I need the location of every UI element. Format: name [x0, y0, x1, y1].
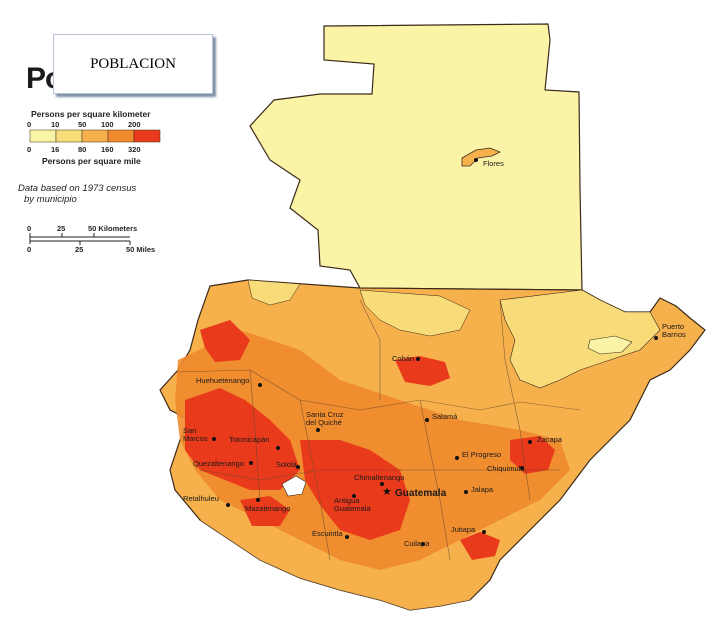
scale-mile-tick: 0 — [27, 245, 32, 254]
city-marker — [380, 482, 384, 486]
scale-km-label: 50 Kilometers — [88, 224, 138, 233]
capital-star-icon: ★ — [382, 486, 392, 498]
scale-mile-label: 50 Miles — [126, 245, 156, 254]
lake-peten-itza — [461, 147, 501, 167]
city-marker — [258, 383, 262, 387]
scale-mile-tick: 25 — [75, 245, 84, 254]
coban-high — [395, 356, 450, 386]
city-marker — [421, 542, 425, 546]
east-high — [510, 436, 555, 474]
census-note-line1: Data based on 1973 census — [18, 183, 137, 194]
legend-mile-heading: Persons per square mile — [42, 156, 141, 166]
legend-km-tick: 0 — [27, 120, 32, 129]
scale-km-tick: 25 — [57, 224, 66, 233]
city-label: Antigua Guatemala — [334, 496, 371, 513]
peten-region — [249, 23, 583, 291]
city-marker — [256, 498, 260, 502]
city-label: Puerto Barrios — [662, 322, 686, 339]
city-marker — [528, 440, 532, 444]
city-label: Retalhuleu — [183, 494, 219, 503]
city-label: Cuilapa — [404, 539, 430, 548]
city-marker — [296, 465, 300, 469]
city-label: Flores — [483, 159, 504, 168]
izabal-light — [499, 289, 661, 389]
peten-border-light — [247, 279, 301, 306]
city-marker — [520, 466, 524, 470]
city-marker — [464, 490, 468, 494]
city-marker — [226, 503, 230, 507]
legend-km-heading: Persons per square kilometer — [31, 109, 151, 119]
coastal-band — [200, 520, 470, 610]
city-marker — [276, 446, 280, 450]
city-marker — [654, 336, 658, 340]
city-label: El Progreso — [462, 450, 502, 459]
legend-color-bar — [29, 129, 161, 143]
central-highlands-high — [300, 440, 410, 540]
city-marker — [249, 461, 253, 465]
city-label: Salamá — [432, 412, 458, 421]
city-label: Mazatenango — [245, 504, 291, 513]
scale-bar — [29, 233, 131, 245]
legend-km-tick: 100 — [101, 120, 114, 129]
city-label: Zacapa — [537, 435, 563, 444]
city-label: Santa Cruz del Quiché — [306, 410, 344, 427]
city-label: Totonicapán — [229, 435, 270, 444]
city-label: Sololá — [276, 460, 297, 469]
city-marker — [455, 456, 459, 460]
city-marker — [416, 357, 420, 361]
legend-km-tick: 200 — [128, 120, 141, 129]
scale-km-tick: 0 — [27, 224, 32, 233]
city-marker — [474, 158, 478, 162]
department-boundaries — [177, 299, 581, 561]
legend-km-tick: 10 — [51, 120, 60, 129]
coast-patch-high — [240, 496, 290, 526]
southeast-high — [460, 532, 500, 560]
city-label: Escuintla — [312, 529, 343, 538]
legend-mile-tick: 80 — [78, 145, 87, 154]
census-note-line2: by municipio — [24, 194, 77, 205]
city-marker — [352, 494, 356, 498]
city-label: Jalapa — [471, 485, 494, 494]
city-label: Quezaltenango — [193, 459, 244, 468]
city-label: Chiquimula — [487, 464, 525, 473]
city-label: Huehuetenango — [196, 376, 250, 385]
city-label: Cobán — [392, 354, 415, 363]
lake-izabal — [587, 335, 633, 355]
legend-km-tick: 50 — [78, 120, 87, 129]
verapaz-light — [359, 289, 471, 337]
poblacion-label-box: POBLACION — [53, 34, 213, 94]
city-marker — [212, 437, 216, 441]
lake-atitlan — [281, 475, 307, 497]
capital-label: Guatemala — [395, 488, 447, 499]
legend-mile-tick: 320 — [128, 145, 141, 154]
city-label: Jutiapa — [451, 525, 476, 534]
city-marker — [345, 535, 349, 539]
city-label: Chimaltenango — [354, 473, 405, 482]
city-marker — [316, 428, 320, 432]
legend-mile-tick: 0 — [27, 145, 32, 154]
western-highlands-high — [185, 388, 300, 490]
city-marker — [482, 530, 486, 534]
legend-mile-tick: 160 — [101, 145, 114, 154]
legend-mile-tick: 16 — [51, 145, 60, 154]
city-label: San Marcos — [183, 426, 208, 443]
city-marker — [425, 418, 429, 422]
huehue-high — [200, 320, 250, 362]
